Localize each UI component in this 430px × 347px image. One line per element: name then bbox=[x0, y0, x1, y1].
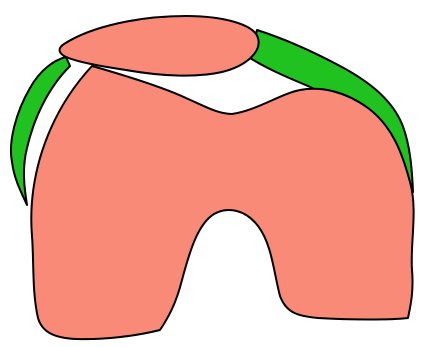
knee-diagram-canvas bbox=[0, 0, 430, 347]
knee-diagram bbox=[0, 0, 430, 347]
